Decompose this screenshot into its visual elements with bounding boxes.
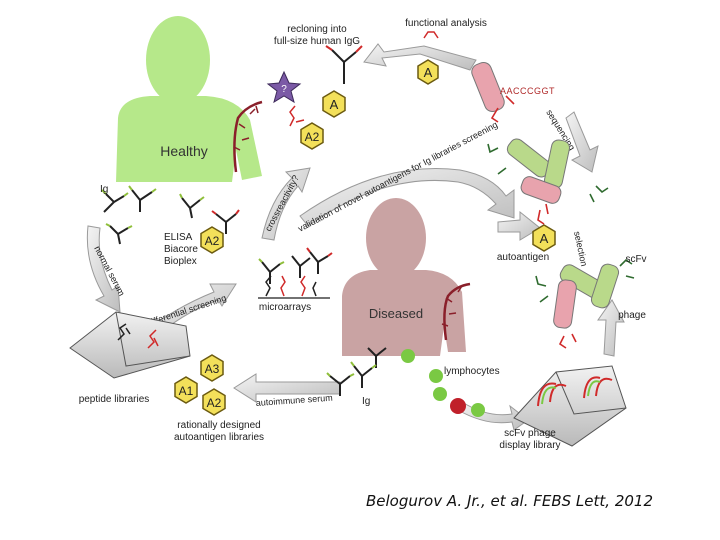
antibody-healthy-3	[109, 225, 129, 245]
autoantigen-label: autoantigen	[496, 252, 550, 263]
svg-text:?: ?	[281, 84, 287, 95]
elisa-label: ELISA Biacore Bioplex	[164, 232, 198, 267]
antibody-disease-1	[329, 375, 351, 396]
ig-bottom-label: Ig	[362, 396, 371, 407]
antibody-healthy-5	[215, 213, 237, 234]
autoimmune-serum-label: autoimmune serum	[255, 393, 333, 408]
svg-text:A1: A1	[179, 384, 194, 398]
antibody-disease-2	[353, 365, 373, 388]
microarray-spots	[258, 275, 330, 299]
functional-analysis-label: functional analysis	[405, 18, 487, 29]
svg-text:A2: A2	[305, 130, 320, 144]
arrow-crossreactivity	[261, 167, 311, 241]
microarrays-label: microarrays	[258, 302, 312, 313]
antibodies	[101, 45, 387, 396]
badge-a-top: A	[417, 59, 439, 85]
svg-text:A: A	[330, 97, 339, 112]
arrow-normal-serum	[86, 225, 121, 313]
svg-text:A: A	[424, 65, 433, 80]
diseased-label: Diseased	[369, 306, 423, 321]
recloning-label: recloning into full-size human IgG	[273, 24, 361, 47]
rationally-designed-label: rationally designed autoantigen librarie…	[173, 420, 265, 443]
phage-sel-green-2	[590, 263, 620, 309]
scfv-library-label: scFv phage display library	[499, 428, 561, 451]
selection-label: selection	[572, 230, 589, 267]
arrow-phage-up	[597, 299, 625, 357]
arrow-sequencing-down	[565, 111, 599, 173]
svg-text:A2: A2	[207, 396, 222, 410]
crossreactivity-label: crossreactivity?	[263, 173, 301, 232]
red-peptides-top	[289, 31, 439, 127]
phage-particles	[471, 61, 620, 329]
svg-text:A: A	[540, 231, 549, 246]
scfv-library-book	[513, 365, 627, 447]
phage-sel-pink	[553, 279, 577, 329]
arrow-validation	[299, 167, 515, 227]
scfv-fragments	[487, 95, 635, 349]
svg-text:A2: A2	[205, 234, 220, 248]
antibody-microarray-3	[309, 251, 329, 274]
phage-label: phage	[618, 310, 646, 321]
badge-a-autoantigen: A	[532, 224, 556, 252]
unknown-antigen-star-icon: ?	[266, 70, 302, 104]
svg-text:A3: A3	[205, 362, 220, 376]
phage-seq-pink	[520, 176, 562, 204]
peptide-libraries-label: peptide libraries	[78, 394, 150, 405]
badge-a2-elisa: A2	[200, 226, 224, 254]
peptide-library-book	[69, 311, 191, 379]
badge-a-healthy: A	[322, 90, 346, 118]
healthy-label: Healthy	[160, 143, 207, 159]
arrow-functional-to-recloning	[363, 43, 477, 71]
antibody-microarray-2	[291, 255, 311, 278]
badge-a2-healthy: A2	[300, 122, 324, 150]
antibody-healthy-4	[181, 197, 201, 219]
badge-a1: A1	[174, 376, 198, 404]
antibody-recloned	[331, 49, 357, 84]
diseased-vessel	[443, 282, 471, 341]
arrow-autoantigen-right	[497, 210, 541, 241]
scfv-label: scFv	[625, 254, 647, 265]
antigen-badges: A A A2 A2 A A3 A1 A2	[174, 59, 556, 416]
badge-a2-bottom: A2	[202, 388, 226, 416]
lymphocytes	[401, 349, 485, 417]
ig-top-label: Ig	[100, 184, 109, 195]
badge-a3: A3	[200, 354, 224, 382]
phage-seq-green-2	[544, 139, 570, 189]
healthy-figure: Healthy	[116, 16, 263, 182]
dna-sequence: AACCCGGT	[500, 86, 555, 96]
antibody-healthy-2	[131, 189, 153, 212]
diseased-figure: Diseased	[342, 198, 471, 356]
arrow-autoimmune-serum	[233, 373, 341, 403]
antibody-microarray-1	[261, 261, 281, 284]
lymphocytes-label: lymphocytes	[444, 366, 500, 377]
antibody-healthy-1	[103, 193, 125, 213]
citation: Belogurov A. Jr., et al. FEBS Lett, 2012	[366, 492, 653, 510]
healthy-vessel	[233, 100, 263, 173]
